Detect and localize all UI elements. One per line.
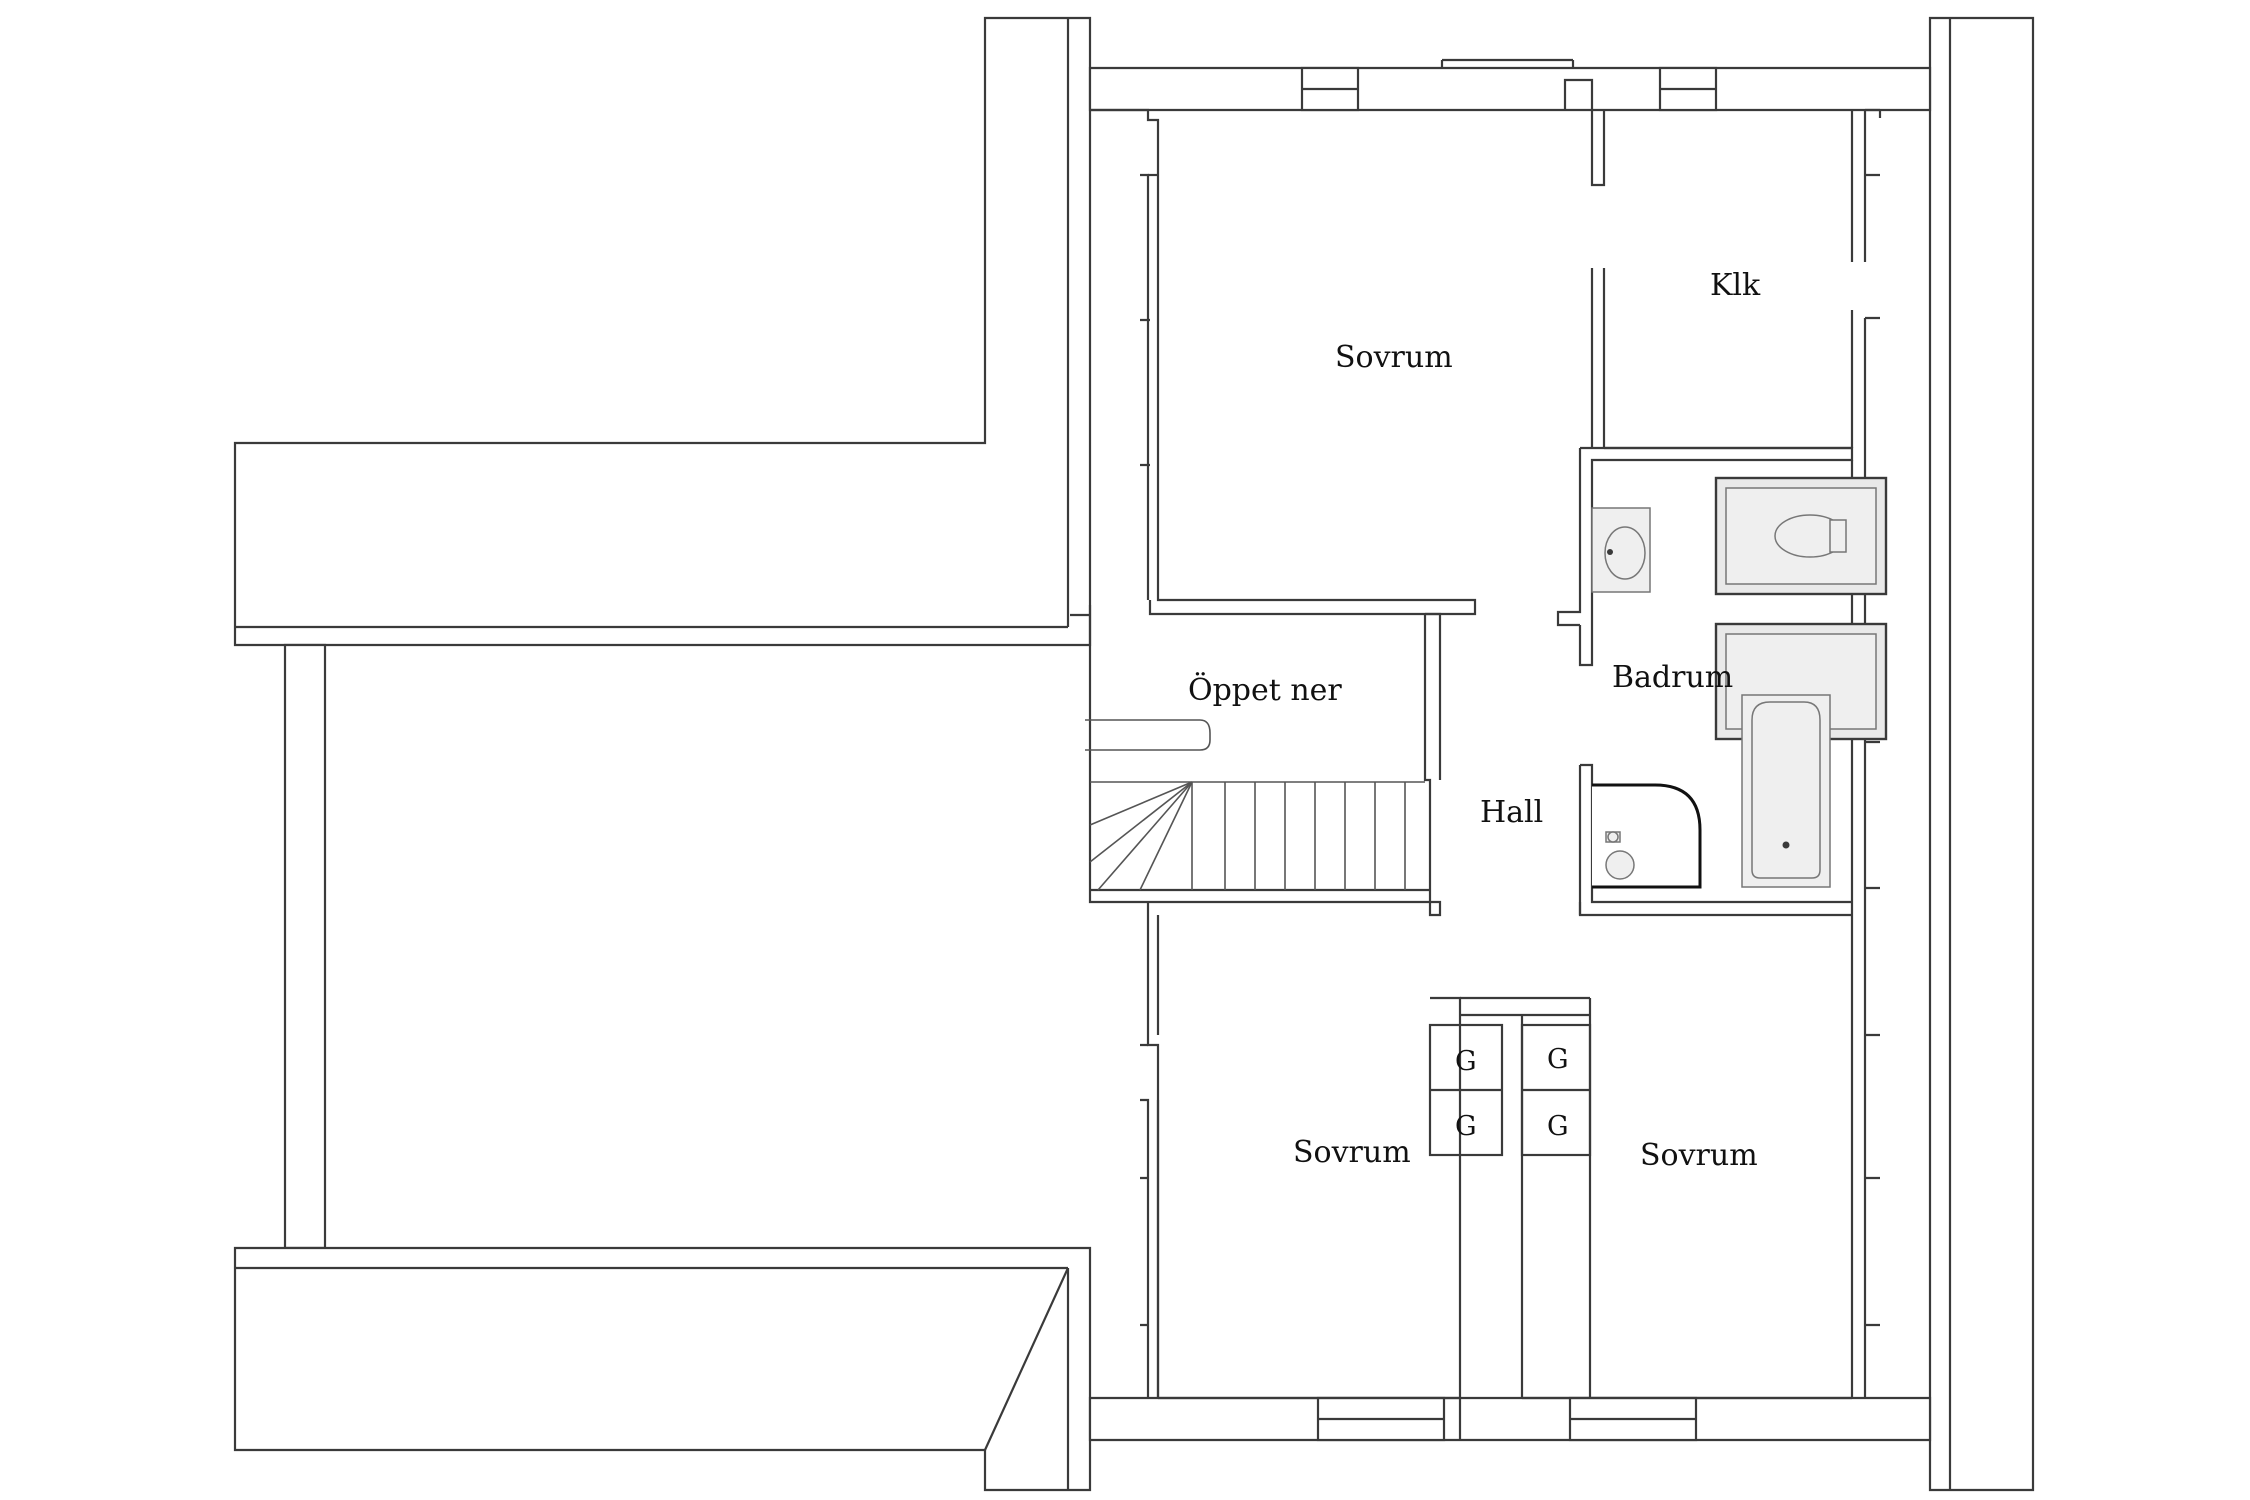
room-label-walk-in-closet: Klk bbox=[1710, 268, 1761, 303]
room-label-bedroom-bottom-left: Sovrum bbox=[1293, 1135, 1411, 1170]
bathroom-fixtures bbox=[1591, 476, 1888, 889]
interior-walls bbox=[1070, 78, 1882, 1440]
wardrobe-label: G bbox=[1455, 1046, 1477, 1077]
room-label-bedroom-top: Sovrum bbox=[1335, 340, 1453, 375]
staircase bbox=[1085, 719, 1425, 891]
room-labels: Sovrum Klk Öppet ner Badrum Hall Sovrum … bbox=[1188, 268, 1761, 1173]
wardrobe-label: G bbox=[1455, 1111, 1477, 1142]
building-outline bbox=[233, 16, 2035, 1492]
room-label-bathroom: Badrum bbox=[1612, 660, 1733, 695]
room-label-open-below: Öppet ner bbox=[1188, 672, 1342, 708]
wardrobe-label: G bbox=[1547, 1044, 1569, 1075]
wardrobes bbox=[1428, 1023, 1592, 1157]
room-label-bedroom-bottom-right: Sovrum bbox=[1640, 1138, 1758, 1173]
wardrobe-label: G bbox=[1547, 1111, 1569, 1142]
room-label-hall: Hall bbox=[1480, 795, 1543, 830]
